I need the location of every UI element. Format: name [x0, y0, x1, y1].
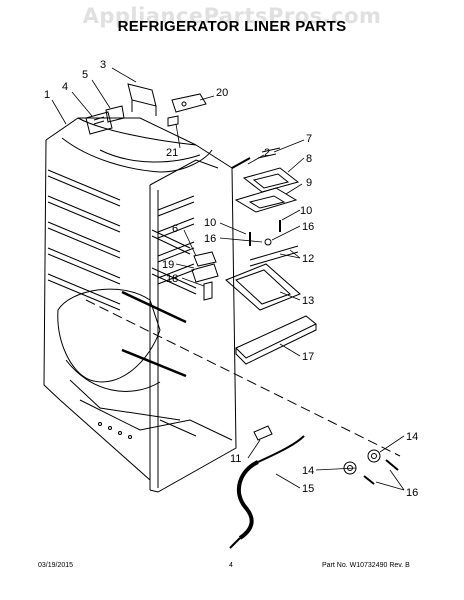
callout-16b: 16 — [302, 221, 314, 233]
callout-19: 19 — [162, 259, 174, 271]
callout-20: 20 — [216, 87, 228, 99]
callout-15: 15 — [302, 483, 314, 495]
callout-12: 12 — [302, 253, 314, 265]
callout-4: 4 — [62, 81, 68, 93]
callout-3: 3 — [100, 59, 106, 71]
footer-page: 4 — [229, 562, 233, 569]
callouts: 1 2 3 4 5 6 7 8 9 10 10 11 12 13 14 14 1… — [44, 59, 418, 499]
footer-part-number: Part No. W10732490 Rev. B — [322, 562, 410, 569]
callout-14b: 14 — [302, 465, 314, 477]
callout-21: 21 — [166, 147, 178, 159]
liner-body — [43, 117, 237, 493]
callout-10b: 10 — [300, 205, 312, 217]
callout-13: 13 — [302, 295, 314, 307]
bottom-parts — [85, 299, 401, 549]
watermark: AppliancePartsPros.com — [82, 4, 382, 28]
right-parts — [191, 147, 317, 365]
top-parts — [85, 83, 207, 135]
callout-16c: 16 — [406, 487, 418, 499]
leader-lines — [51, 67, 405, 491]
callout-8: 8 — [306, 153, 312, 165]
callout-10a: 10 — [204, 217, 216, 229]
callout-14a: 14 — [406, 431, 418, 443]
callout-16a: 16 — [204, 233, 216, 245]
callout-6: 6 — [172, 223, 178, 235]
callout-17: 17 — [302, 351, 314, 363]
callout-9: 9 — [306, 177, 312, 189]
callout-7: 7 — [306, 133, 312, 145]
callout-2: 2 — [264, 147, 270, 159]
page-title: REFRIGERATOR LINER PARTS — [117, 18, 347, 35]
callout-18: 18 — [166, 273, 178, 285]
callout-5: 5 — [82, 69, 88, 81]
callout-1: 1 — [44, 89, 50, 101]
callout-11: 11 — [230, 453, 241, 465]
footer-date: 03/19/2015 — [38, 562, 74, 569]
